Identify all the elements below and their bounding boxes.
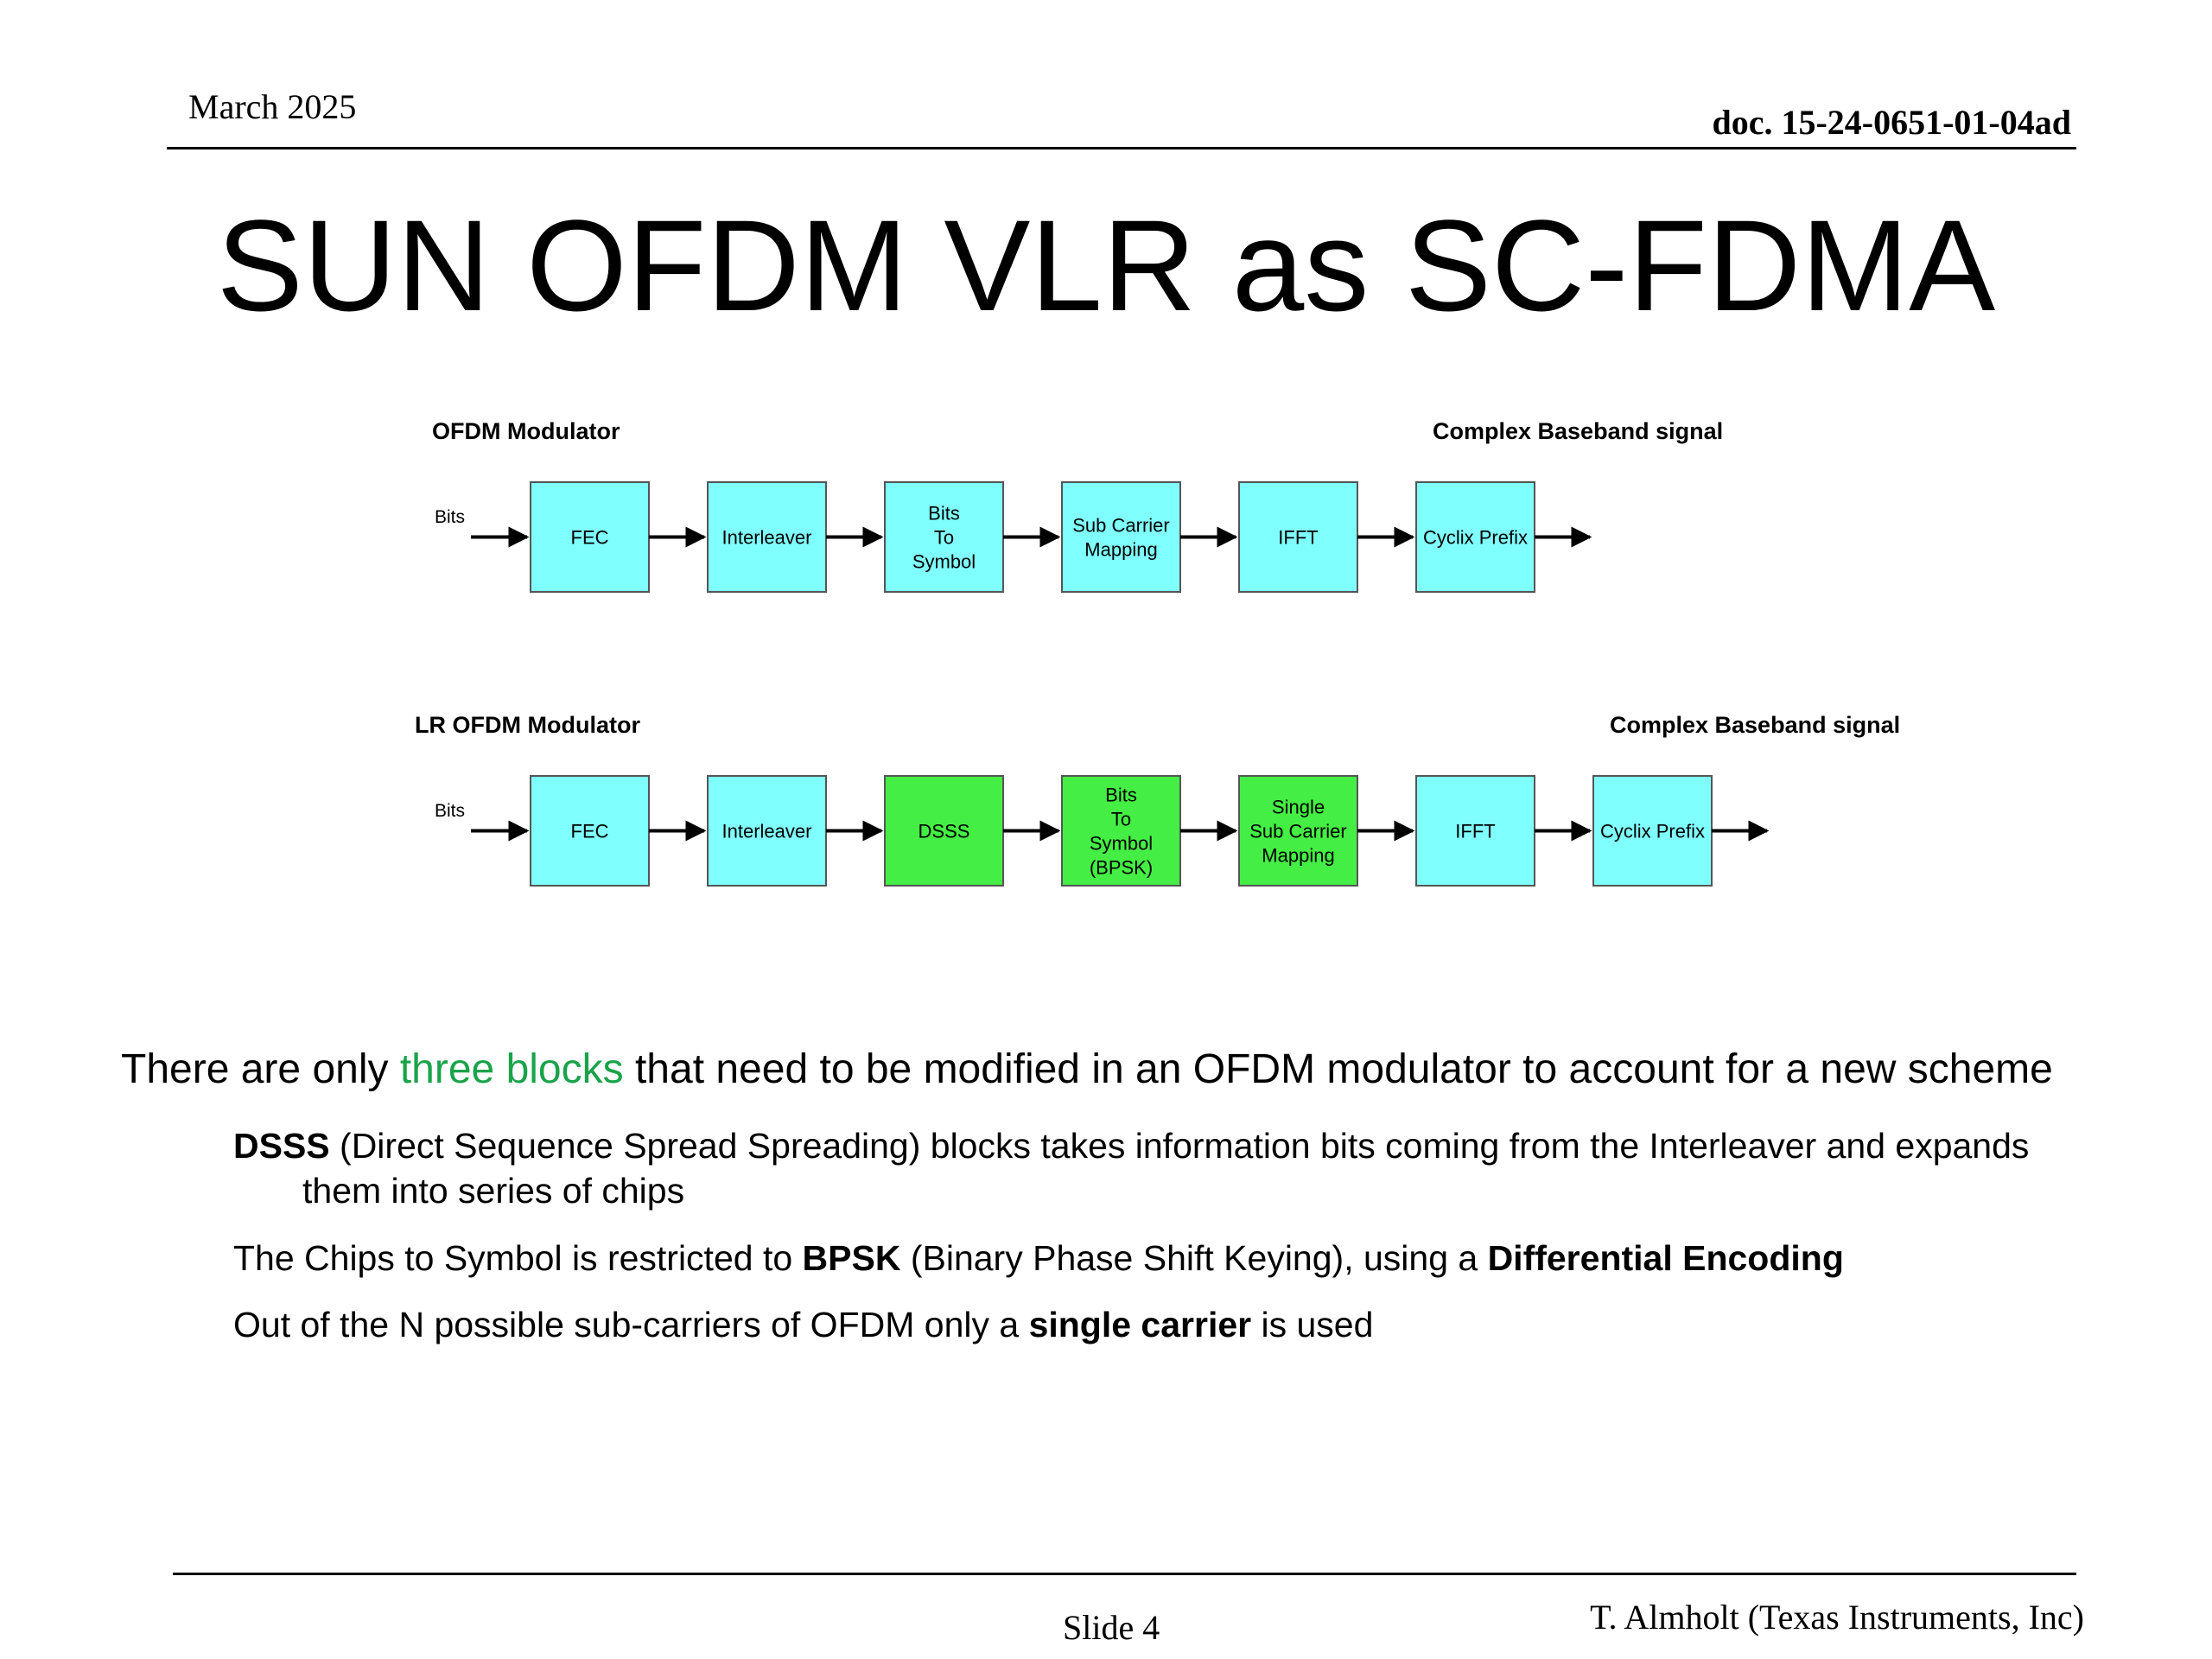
- row1-bits-label: Bits: [435, 507, 465, 527]
- bullet-bpsk-pre: The Chips to Symbol is restricted to: [233, 1238, 803, 1278]
- row1-block-sub-carrier-mapping: [1061, 481, 1181, 593]
- header-rule: [167, 147, 2076, 149]
- footer-slide-number: Slide 4: [1063, 1608, 1160, 1647]
- row1-block-bits-to-symbol-text: To: [934, 527, 954, 549]
- row2-block-interleaver-text: Interleaver: [722, 821, 812, 842]
- row2-block-single-sub-carrier-mapping-text: Single: [1272, 797, 1325, 818]
- row2-block-cyclix-prefix-text: Cyclix Prefix: [1600, 821, 1705, 842]
- row2-block-single-sub-carrier-mapping: [1238, 775, 1358, 887]
- row2-bits-label: Bits: [435, 801, 465, 821]
- bullet-bpsk-bold-encoding: Differential Encoding: [1487, 1238, 1844, 1278]
- row2-label: LR OFDM Modulator: [415, 712, 640, 738]
- row1-label: OFDM Modulator: [432, 418, 620, 444]
- bullet-single-carrier-post: is used: [1251, 1305, 1374, 1344]
- bullet-single-carrier-bold: single carrier: [1028, 1305, 1252, 1344]
- intro-highlight: three blocks: [399, 1046, 624, 1092]
- row1-block-ifft-text: IFFT: [1278, 527, 1318, 549]
- row1-block-interleaver: [707, 481, 827, 593]
- row1-block-bits-to-symbol-text: Bits: [928, 503, 960, 524]
- bullet-dsss-bold: DSSS: [233, 1126, 330, 1166]
- ofdm-modulator-row: OFDM Modulator Complex Baseband signalBit…: [432, 418, 1723, 593]
- row1-block-ifft: [1238, 481, 1358, 593]
- bullet-single-carrier-pre: Out of the N possible sub-carriers of OF…: [233, 1305, 1029, 1344]
- row2-block-single-sub-carrier-mapping-text: Sub Carrier: [1249, 821, 1346, 842]
- row2-block-ifft: [1415, 775, 1535, 887]
- lr-ofdm-modulator-row: LR OFDM Modulator Complex Baseband signal…: [415, 712, 1900, 887]
- bullet-dsss-continuation: them into series of chips: [302, 1171, 685, 1211]
- row2-block-single-sub-carrier-mapping-text: Mapping: [1262, 845, 1334, 867]
- bullet-bpsk-bold: BPSK: [802, 1238, 901, 1278]
- row2-block-fec: [530, 775, 650, 887]
- row2-block-bits-to-symbol-bpsk: [1061, 775, 1181, 887]
- row1-block-cyclix-prefix-text: Cyclix Prefix: [1423, 527, 1528, 549]
- row2-block-bits-to-symbol-bpsk-text: To: [1111, 809, 1131, 830]
- row2-block-ifft-text: IFFT: [1455, 821, 1495, 842]
- footer-rule: [173, 1573, 2076, 1575]
- row2-output-label: Complex Baseband signal: [1610, 712, 1900, 738]
- row2-block-fec-text: FEC: [571, 821, 609, 842]
- row1-block-cyclix-prefix: [1415, 481, 1535, 593]
- header-date: March 2025: [188, 87, 357, 126]
- row2-block-bits-to-symbol-bpsk-text: Bits: [1105, 785, 1137, 806]
- row1-block-interleaver-text: Interleaver: [722, 527, 812, 549]
- header-doc-number: doc. 15-24-0651-01-04ad: [1712, 103, 2071, 142]
- bullet-bpsk-mid: (Binary Phase Shift Keying), using a: [900, 1238, 1488, 1278]
- row2-block-bits-to-symbol-bpsk-text: Symbol: [1090, 833, 1153, 855]
- row1-block-sub-carrier-mapping-text: Mapping: [1084, 539, 1157, 561]
- slide-title: SUN OFDM VLR as SC-FDMA: [216, 193, 1996, 338]
- row1-block-bits-to-symbol-text: Symbol: [912, 551, 976, 573]
- row1-block-fec-text: FEC: [571, 527, 609, 549]
- row2-block-bits-to-symbol-bpsk-text: (BPSK): [1090, 857, 1153, 879]
- row2-block-dsss: [884, 775, 1004, 887]
- footer-author: T. Almholt (Texas Instruments, Inc): [1590, 1598, 2084, 1637]
- row1-output-label: Complex Baseband signal: [1433, 418, 1723, 444]
- bullet-bpsk: The Chips to Symbol is restricted to BPS…: [233, 1236, 1844, 1281]
- row2-block-dsss-text: DSSS: [918, 821, 970, 842]
- bullet-single-carrier: Out of the N possible sub-carriers of OF…: [233, 1302, 1373, 1347]
- intro-pre: There are only: [121, 1046, 400, 1092]
- row2-block-interleaver: [707, 775, 827, 887]
- bullet-dsss-text: (Direct Sequence Spread Spreading) block…: [329, 1126, 2030, 1166]
- row1-block-sub-carrier-mapping-text: Sub Carrier: [1072, 515, 1169, 537]
- bullet-dsss: DSSS (Direct Sequence Spread Spreading) …: [233, 1123, 2134, 1213]
- intro-statement: There are only three blocks that need to…: [121, 1046, 2053, 1093]
- intro-post: that need to be modified in an OFDM modu…: [623, 1046, 2053, 1092]
